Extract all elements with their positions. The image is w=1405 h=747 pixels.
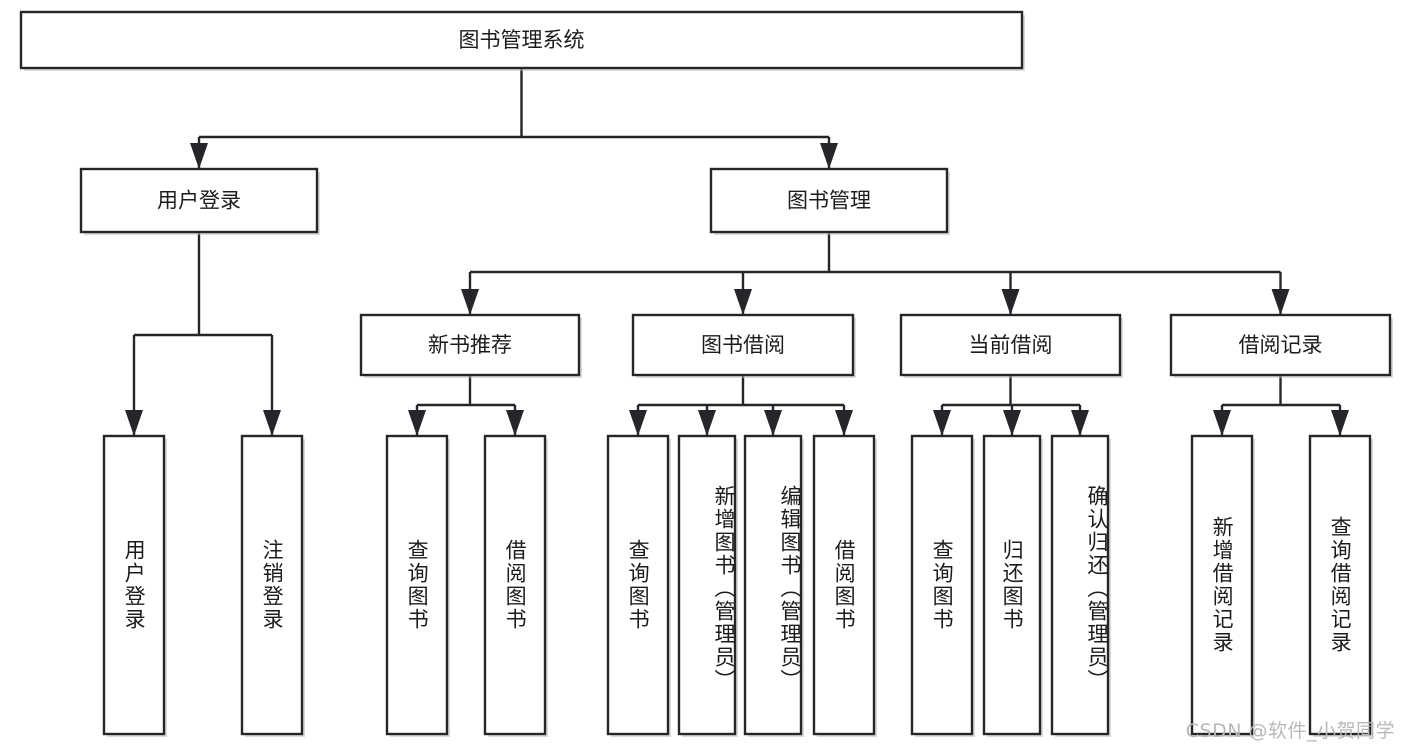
leaf-node-8[interactable] <box>910 434 975 737</box>
level3-node-2-label: 当前借阅 <box>969 333 1053 357</box>
level3-node-0-label: 新书推荐 <box>428 333 512 357</box>
leaf-node-10[interactable] <box>1050 434 1111 737</box>
leaf-node-6[interactable] <box>743 434 804 737</box>
leaf-node-11[interactable] <box>1190 434 1255 737</box>
leaf-node-2[interactable] <box>385 434 450 737</box>
leaf-node-4[interactable] <box>606 434 671 737</box>
leaf-node-1[interactable] <box>240 434 305 737</box>
level2-node-1-label: 图书管理 <box>787 189 871 213</box>
level2-node-0[interactable]: 用户登录 <box>79 167 320 235</box>
level3-node-1[interactable]: 图书借阅 <box>631 313 856 378</box>
arrow-head-icon <box>408 410 426 436</box>
arrow-head-icon <box>1331 410 1349 436</box>
arrow-head-icon <box>764 410 782 436</box>
leaf-node-3[interactable] <box>483 434 548 737</box>
level2-node-1[interactable]: 图书管理 <box>709 167 950 235</box>
level3-node-0[interactable]: 新书推荐 <box>359 313 582 378</box>
root-node-book-management-system-label: 图书管理系统 <box>459 28 585 52</box>
arrow-head-icon <box>506 410 524 436</box>
leaf-node-12[interactable] <box>1308 434 1373 737</box>
arrow-head-icon <box>933 410 951 436</box>
arrow-head-icon <box>734 289 752 315</box>
root-node-book-management-system[interactable]: 图书管理系统 <box>19 10 1025 71</box>
arrow-head-icon <box>1271 289 1290 315</box>
leaf-node-7[interactable] <box>812 434 877 737</box>
level3-node-3[interactable]: 借阅记录 <box>1169 313 1393 378</box>
level3-node-3-label: 借阅记录 <box>1239 333 1323 357</box>
level3-node-2[interactable]: 当前借阅 <box>899 313 1123 378</box>
arrow-head-icon <box>1001 289 1020 315</box>
leaf-node-9[interactable] <box>982 434 1043 737</box>
leaf-node-5[interactable] <box>677 434 738 737</box>
arrow-head-icon <box>629 410 647 436</box>
level2-node-0-label: 用户登录 <box>157 189 241 213</box>
level3-node-1-label: 图书借阅 <box>701 333 785 357</box>
arrow-head-icon <box>820 143 838 169</box>
arrow-head-icon <box>1071 410 1089 436</box>
connector-layer <box>125 68 1349 436</box>
arrow-head-icon <box>125 410 143 436</box>
watermark: CSDN @软件_小贺同学 <box>1185 720 1395 742</box>
arrow-head-icon <box>835 410 853 436</box>
arrow-head-icon <box>461 289 479 315</box>
arrow-head-icon <box>1213 410 1231 436</box>
arrow-head-icon <box>263 410 281 436</box>
arrow-head-icon <box>1003 410 1021 436</box>
leaf-node-0[interactable] <box>102 434 167 737</box>
arrow-head-icon <box>698 410 716 436</box>
arrow-head-icon <box>190 143 208 169</box>
